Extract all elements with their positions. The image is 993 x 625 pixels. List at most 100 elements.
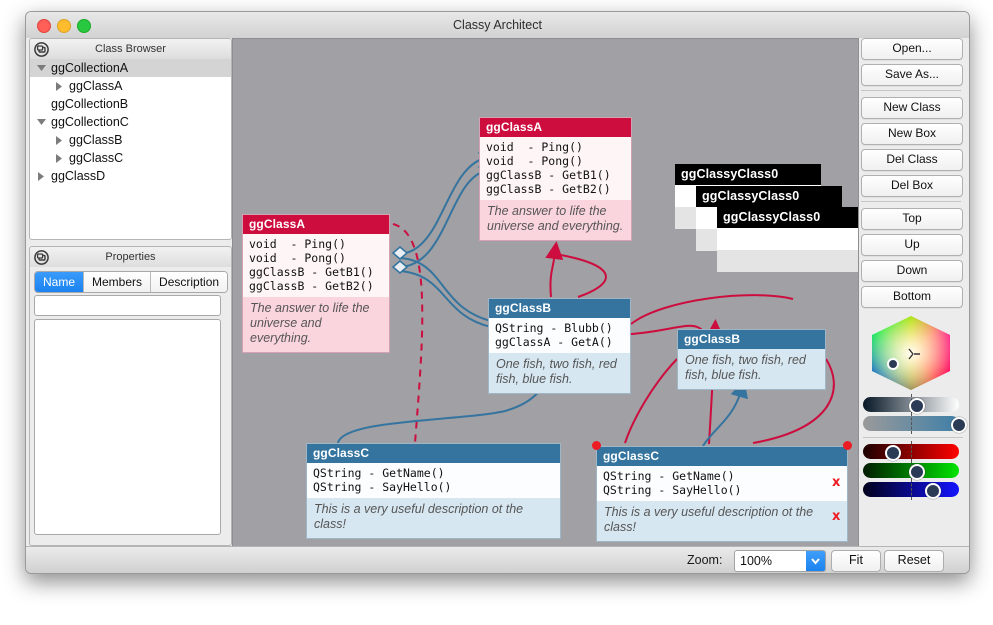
class-node-title: ggClassB <box>678 330 825 349</box>
bottom-button[interactable]: Bottom <box>861 286 963 308</box>
class-node-description: This is a very useful description ot the… <box>597 501 847 541</box>
reset-button[interactable]: Reset <box>884 550 944 572</box>
left-column: Class Browser ggCollectionAggClassAggCol… <box>29 38 232 546</box>
down-button[interactable]: Down <box>861 260 963 282</box>
tree-item-ggclassd[interactable]: ggClassD <box>30 167 231 185</box>
top-button[interactable]: Top <box>861 208 963 230</box>
tree-item-label: ggClassB <box>69 131 123 149</box>
button-group-divider <box>861 90 961 91</box>
properties-tabs[interactable]: NameMembersDescription <box>34 271 228 293</box>
tool-button-column: Open... Save As... New ClassNew BoxDel Cla… <box>858 38 966 546</box>
selection-handle[interactable] <box>843 441 852 450</box>
tree-item-ggcollectionb[interactable]: ggCollectionB <box>30 95 231 113</box>
class-node-classy0-c[interactable]: ggClassyClass0 <box>717 207 859 272</box>
twisty-right-icon[interactable] <box>52 149 66 167</box>
class-node-description: The answer to life the universe and ever… <box>243 297 389 352</box>
tree-item-label: ggCollectionA <box>51 59 128 77</box>
tab-members[interactable]: Members <box>84 272 151 292</box>
properties-body: NameMembersDescription <box>29 267 232 546</box>
class-node-classA-left[interactable]: ggClassAvoid - Ping() void - Pong() ggCl… <box>242 214 390 353</box>
slider-center-marker <box>911 479 912 500</box>
tree-item-ggclassa[interactable]: ggClassA <box>30 77 231 95</box>
tree-item-label: ggCollectionC <box>51 113 129 131</box>
class-node-description: One fish, two fish, red fish, blue fish. <box>489 353 630 393</box>
class-node-classA-top[interactable]: ggClassAvoid - Ping() void - Pong() ggCl… <box>479 117 632 241</box>
chevron-down-icon[interactable] <box>806 551 825 571</box>
tree-item-ggclassb[interactable]: ggClassB <box>30 131 231 149</box>
window-body: Class Browser ggCollectionAggClassAggCol… <box>26 38 969 546</box>
tree-item-ggclassc[interactable]: ggClassC <box>30 149 231 167</box>
color-picker[interactable] <box>861 314 961 501</box>
class-node-title: ggClassyClass0 <box>717 207 859 228</box>
tree-item-ggcollectionc[interactable]: ggCollectionC <box>30 113 231 131</box>
tree-item-label: ggClassA <box>69 77 123 95</box>
red-slider[interactable] <box>863 444 959 459</box>
up-button[interactable]: Up <box>861 234 963 256</box>
class-node-description: The answer to life the universe and ever… <box>480 200 631 240</box>
class-node-classB-right[interactable]: ggClassBOne fish, two fish, red fish, bl… <box>677 329 826 390</box>
slider-knob[interactable] <box>885 445 901 461</box>
slider-knob[interactable] <box>909 398 925 414</box>
class-node-title: ggClassC <box>307 444 560 463</box>
slider-knob[interactable] <box>925 483 941 499</box>
tree-item-label: ggClassC <box>69 149 123 167</box>
twisty-down-icon[interactable] <box>34 59 48 77</box>
twisty-right-icon[interactable] <box>34 167 48 185</box>
properties-header: Properties <box>29 246 232 269</box>
name-input[interactable] <box>34 295 221 316</box>
zoom-select[interactable]: 100% <box>734 550 826 572</box>
twisty-down-icon[interactable] <box>34 113 48 131</box>
class-node-classB-mid[interactable]: ggClassBQString - Blubb() ggClassA - Get… <box>488 298 631 394</box>
class-node-title: ggClassA <box>480 118 631 137</box>
status-bar: Zoom: 100% Fit Reset <box>26 546 969 574</box>
class-node-title: ggClassB <box>489 299 630 318</box>
button-group-divider <box>861 201 961 202</box>
class-node-title: ggClassA <box>243 215 389 234</box>
tree-item-label: ggCollectionB <box>51 95 128 113</box>
class-browser-title: Class Browser <box>30 39 231 60</box>
alpha-slider[interactable] <box>863 416 959 431</box>
class-browser-tree[interactable]: ggCollectionAggClassAggCollectionBggColl… <box>29 59 232 240</box>
class-node-members: void - Ping() void - Pong() ggClassB - G… <box>243 234 389 297</box>
del-class-button[interactable]: Del Class <box>861 149 963 171</box>
slider-center-marker <box>911 413 912 434</box>
fit-button[interactable]: Fit <box>831 550 881 572</box>
description-textarea[interactable] <box>34 319 221 535</box>
twisty-right-icon[interactable] <box>52 131 66 149</box>
delete-member-icon[interactable]: x <box>832 510 840 523</box>
color-wheel[interactable] <box>861 314 961 392</box>
tab-name[interactable]: Name <box>35 272 84 292</box>
save-as-button[interactable]: Save As... <box>861 64 963 86</box>
new-class-button[interactable]: New Class <box>861 97 963 119</box>
class-node-title: ggClassC <box>597 447 847 466</box>
properties-title: Properties <box>30 247 231 268</box>
tool-buttons: Open... Save As... New ClassNew BoxDel Cla… <box>858 38 966 308</box>
del-box-button[interactable]: Del Box <box>861 175 963 197</box>
tree-item-ggcollectiona[interactable]: ggCollectionA <box>30 59 231 77</box>
class-node-classC-right[interactable]: ggClassCQString - GetName() QString - Sa… <box>596 446 848 542</box>
tab-description[interactable]: Description <box>151 272 227 292</box>
tree-item-label: ggClassD <box>51 167 105 185</box>
diagram-canvas[interactable]: ggClassAvoid - Ping() void - Pong() ggCl… <box>232 38 859 548</box>
class-node-title: ggClassyClass0 <box>675 164 821 185</box>
app-window: Classy Architect Class Browser ggCollect… <box>25 11 970 574</box>
selection-handle[interactable] <box>592 441 601 450</box>
slider-knob[interactable] <box>951 417 967 433</box>
twisty-right-icon[interactable] <box>52 77 66 95</box>
open-button[interactable]: Open... <box>861 38 963 60</box>
green-slider[interactable] <box>863 463 959 478</box>
delete-member-icon[interactable]: x <box>832 476 840 489</box>
diagram-surface[interactable]: ggClassAvoid - Ping() void - Pong() ggCl… <box>233 39 858 547</box>
new-box-button[interactable]: New Box <box>861 123 963 145</box>
window-title: Classy Architect <box>26 12 969 38</box>
value-slider[interactable] <box>863 397 959 412</box>
zoom-value: 100% <box>740 551 772 571</box>
class-node-title: ggClassyClass0 <box>696 186 842 207</box>
color-sliders[interactable] <box>861 397 961 497</box>
properties-panel: Properties NameMembersDescription <box>29 246 232 269</box>
class-node-classC-left[interactable]: ggClassCQString - GetName() QString - Sa… <box>306 443 561 539</box>
slider-center-marker <box>911 441 912 462</box>
title-bar[interactable]: Classy Architect <box>26 12 969 39</box>
blue-slider[interactable] <box>863 482 959 497</box>
slider-knob[interactable] <box>909 464 925 480</box>
